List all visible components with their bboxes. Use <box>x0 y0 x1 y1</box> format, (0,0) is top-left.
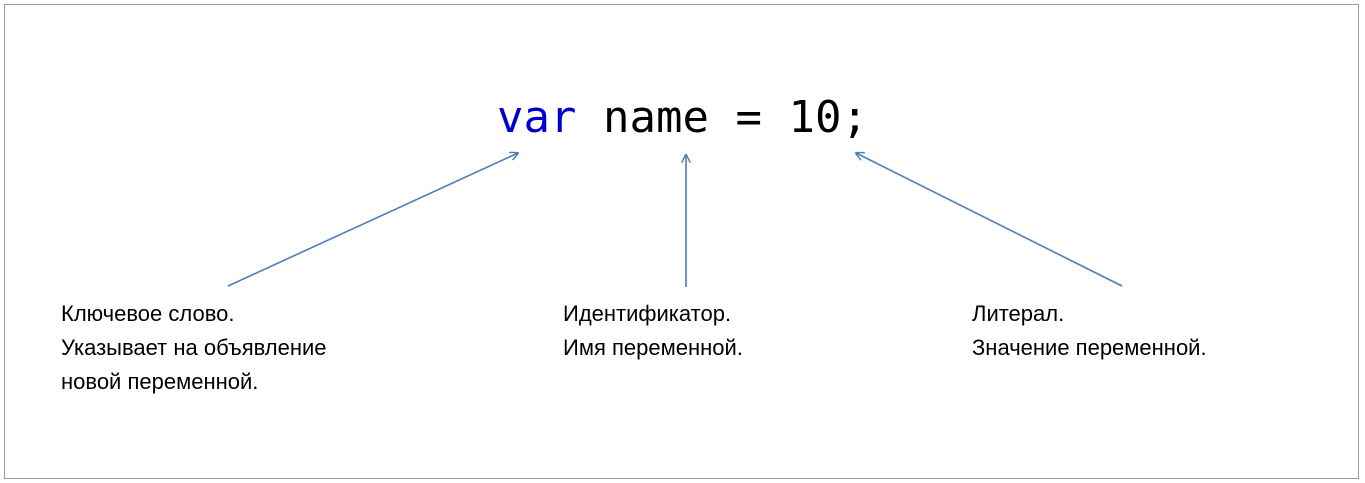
code-literal: 10 <box>788 92 842 143</box>
code-operator: = <box>735 92 762 143</box>
arrow-to-keyword <box>227 153 518 287</box>
identifier-annotation-line-1: Идентификатор. <box>563 301 732 326</box>
code-statement: var name = 10; <box>0 90 1365 146</box>
code-keyword: var <box>497 92 577 143</box>
identifier-annotation: Идентификатор. Имя переменной. <box>563 297 743 365</box>
identifier-annotation-line-2: Имя переменной. <box>563 335 743 360</box>
diagram-frame <box>4 4 1359 479</box>
arrow-to-literal <box>856 153 1123 287</box>
code-terminator: ; <box>841 92 868 143</box>
keyword-annotation-line-2: Указывает на объявление <box>61 335 327 360</box>
keyword-annotation-line-1: Ключевое слово. <box>61 301 235 326</box>
literal-annotation-line-1: Литерал. <box>972 301 1065 326</box>
code-identifier: name <box>603 92 709 143</box>
keyword-annotation: Ключевое слово. Указывает на объявление … <box>61 297 327 399</box>
keyword-annotation-line-3: новой переменной. <box>61 369 259 394</box>
literal-annotation-line-2: Значение переменной. <box>972 335 1207 360</box>
literal-annotation: Литерал. Значение переменной. <box>972 297 1207 365</box>
